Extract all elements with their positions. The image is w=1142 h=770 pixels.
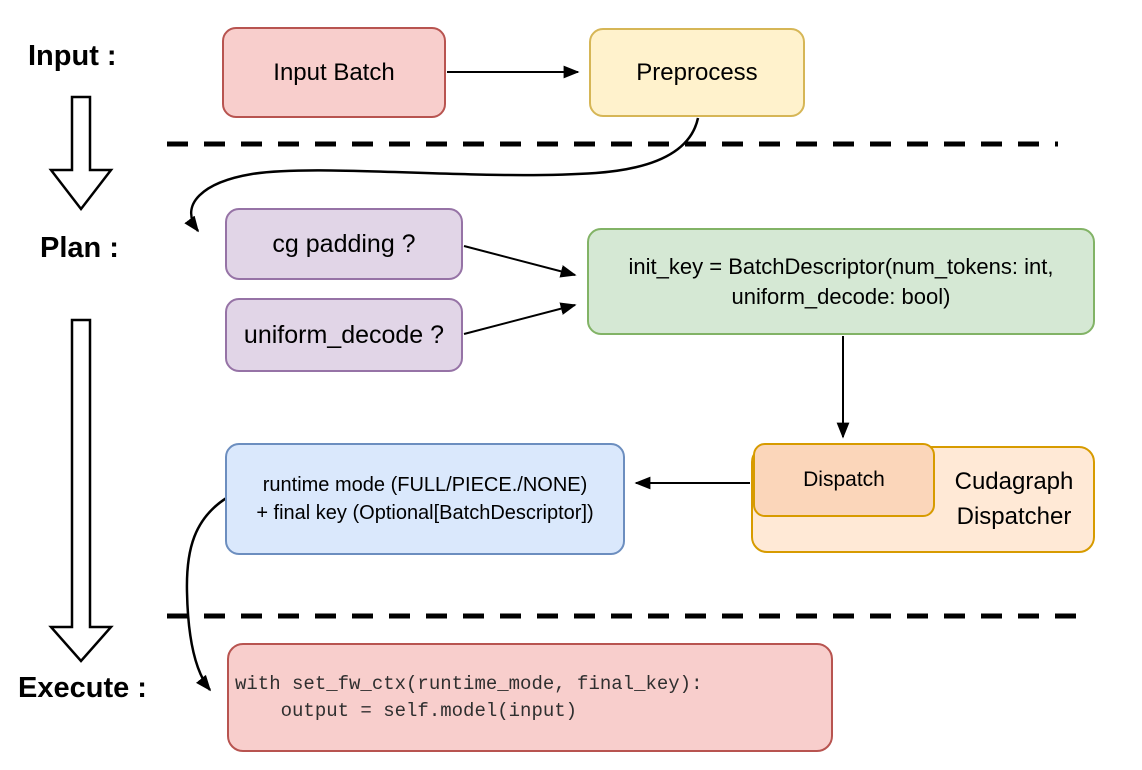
node-preprocess: Preprocess (589, 28, 805, 117)
node-init-key-line2: uniform_decode: bool) (731, 283, 951, 309)
node-dispatch-label: Dispatch (803, 468, 885, 491)
node-cudagraph-line1: Cudagraph (954, 467, 1074, 495)
node-cg-padding: cg padding ? (225, 208, 463, 280)
node-uniform-decode: uniform_decode ? (225, 298, 463, 372)
node-runtime-mode: runtime mode (FULL/PIECE./NONE) + final … (225, 443, 625, 555)
stage-label-input: Input : (28, 40, 117, 72)
node-execute-code-line1: with set_fw_ctx(runtime_mode, final_key)… (235, 673, 703, 696)
arrow-runtime-mode-to-execute-code (185, 495, 229, 692)
node-init-key: init_key = BatchDescriptor(num_tokens: i… (587, 228, 1095, 335)
arrow-cg-padding-to-init-key (463, 245, 577, 278)
node-cg-padding-label: cg padding ? (272, 229, 416, 258)
arrow-uniform-decode-to-init-key (463, 302, 577, 335)
node-preprocess-label: Preprocess (636, 58, 758, 86)
node-runtime-mode-line2: + final key (Optional[BatchDescriptor]) (256, 502, 594, 524)
stage-label-execute: Execute : (18, 672, 147, 704)
node-input-batch: Input Batch (222, 27, 446, 118)
node-execute-code: with set_fw_ctx(runtime_mode, final_key)… (227, 643, 833, 752)
stage-label-plan: Plan : (40, 232, 119, 264)
block-arrow-plan-to-execute (48, 318, 114, 663)
node-runtime-mode-line1: runtime mode (FULL/PIECE./NONE) (262, 474, 588, 496)
node-input-batch-label: Input Batch (273, 58, 395, 86)
node-init-key-line1: init_key = BatchDescriptor(num_tokens: i… (628, 253, 1054, 279)
node-cudagraph-line2: Dispatcher (956, 502, 1072, 530)
node-uniform-decode-label: uniform_decode ? (243, 320, 445, 349)
node-execute-code-line2: output = self.model(input) (235, 699, 578, 722)
block-arrow-input-to-plan (48, 95, 114, 212)
node-dispatch: Dispatch (753, 443, 935, 517)
node-cudagraph-dispatcher-label: Cudagraph Dispatcher (935, 448, 1093, 551)
